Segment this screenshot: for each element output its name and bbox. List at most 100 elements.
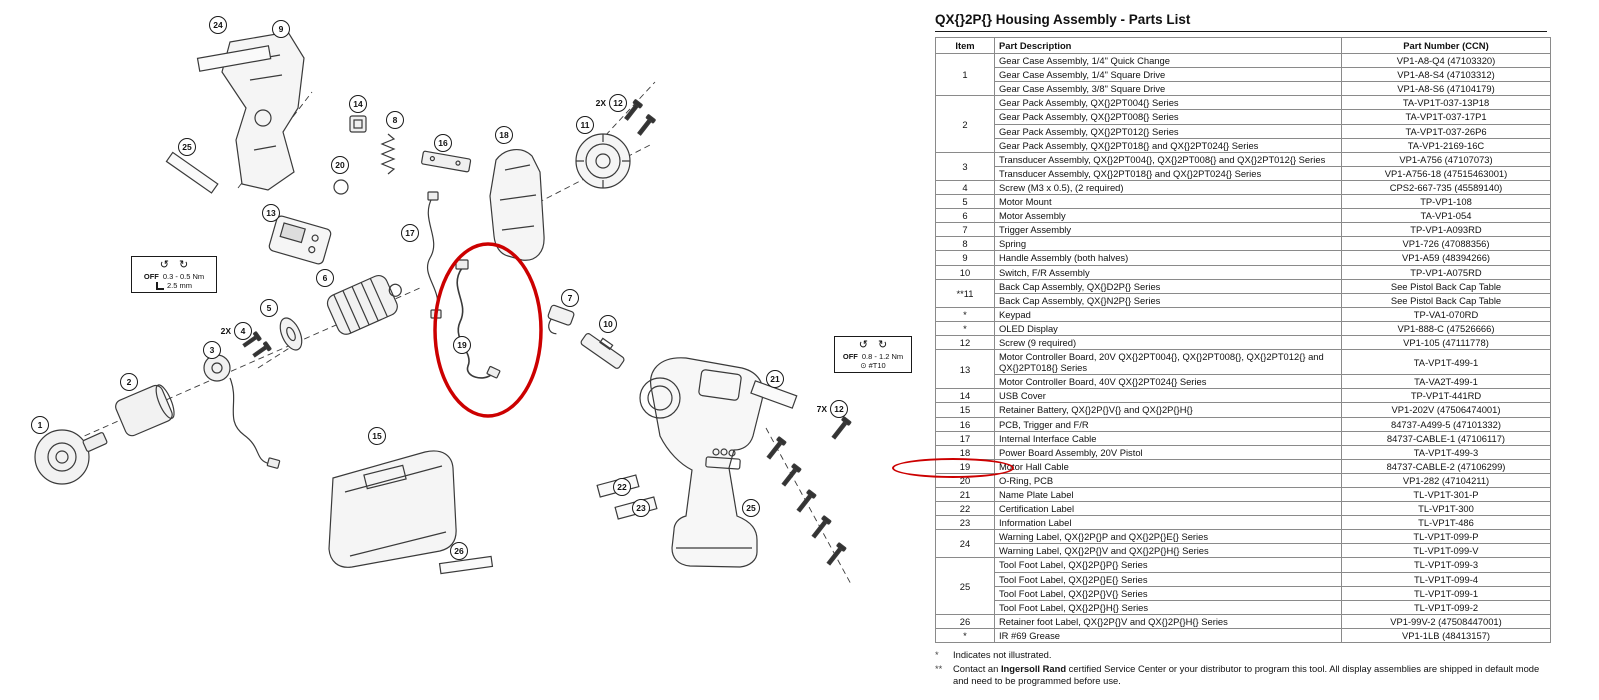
item-number-cell: 2 (935, 95, 995, 153)
footnote-marker: * (935, 649, 939, 661)
torque-range: 0.8 - 1.2 Nm (861, 352, 904, 362)
part-motor-mount (279, 317, 303, 351)
item-number-cell: 1 (935, 53, 995, 97)
page-title: QX{}2P{} Housing Assembly - Parts List (935, 12, 1547, 32)
part-number-cell: TL-VP1T-099-P (1341, 529, 1551, 545)
torx-icon: ⊙ (860, 361, 867, 371)
part-housing-half (489, 149, 545, 261)
item-number-cell: 22 (935, 501, 995, 517)
part-number-cell: See Pistol Back Cap Table (1341, 278, 1551, 294)
part-description-cell: Screw (9 required) (994, 334, 1342, 351)
tool-size: #T10 (868, 361, 886, 371)
item-number-cell: 16 (935, 416, 995, 432)
part-description-cell: Power Board Assembly, 20V Pistol (994, 444, 1342, 460)
part-number-cell: TA-VP1T-499-1 (1341, 349, 1551, 376)
part-number-cell: VP1-A8-Q4 (47103320) (1341, 53, 1551, 69)
part-number-cell: TL-VP1T-099-1 (1341, 585, 1551, 601)
part-description-cell: Back Cap Assembly, QX{}D2P{} Series (994, 278, 1342, 294)
item-number-cell: 12 (935, 334, 995, 351)
item-number-cell: 9 (935, 250, 995, 266)
part-number-cell: TA-VA2T-499-1 (1341, 374, 1551, 390)
part-number-cell: 84737-A499-5 (47101332) (1341, 416, 1551, 432)
part-number-cell: VP1-105 (47111778) (1341, 334, 1551, 351)
part-description-cell: PCB, Trigger and F/R (994, 416, 1342, 432)
part-description-cell: Motor Mount (994, 194, 1342, 210)
item-number-cell: 18 (935, 444, 995, 460)
part-screws-7x (766, 416, 852, 566)
off-label: OFF (842, 352, 858, 362)
part-number-cell: TA-VP1T-037-26P6 (1341, 123, 1551, 139)
part-tool-body (639, 357, 764, 568)
part-description-cell: Tool Foot Label, QX{}2P{}H{} Series (994, 599, 1342, 615)
parts-row: Warning Label, QX{}2P{}V and QX{}2P{}H{}… (936, 543, 1551, 559)
torque-range: 0.3 - 0.5 Nm (162, 272, 205, 282)
part-number-cell: VP1-A756 (47107073) (1341, 151, 1551, 167)
part-description-cell: Transducer Assembly, QX{}2PT018{} and QX… (994, 165, 1342, 181)
part-number-cell: TA-VP1T-499-3 (1341, 444, 1551, 460)
parts-list-panel: QX{}2P{} Housing Assembly - Parts List I… (892, 12, 1551, 688)
part-description-cell: Information Label (994, 515, 1342, 531)
item-number-cell: 23 (935, 515, 995, 531)
part-number-cell: TL-VP1T-099-V (1341, 543, 1551, 559)
part-number-cell: TL-VP1T-099-4 (1341, 571, 1551, 587)
footnote-text: Indicates not illustrated. (953, 649, 1052, 661)
parts-row: Gear Pack Assembly, QX{}2PT018{} and QX{… (936, 137, 1551, 153)
item-number-cell: 5 (935, 194, 995, 210)
part-number-cell: VP1-282 (47104211) (1341, 472, 1551, 489)
footnote-text: Contact an Ingersoll Rand certified Serv… (953, 663, 1540, 687)
hex-key-icon (155, 282, 164, 291)
part-o-ring (333, 179, 349, 195)
part-description-cell: Certification Label (994, 501, 1342, 517)
item-number-cell: * (935, 320, 995, 336)
part-number-cell: TP-VP1T-441RD (1341, 388, 1551, 404)
item-number-cell: 8 (935, 236, 995, 252)
part-number-cell: TP-VP1-A093RD (1341, 222, 1551, 238)
part-description-cell: Gear Pack Assembly, QX{}2PT004{} Series (994, 95, 1342, 111)
part-number-cell: TL-VP1T-300 (1341, 501, 1551, 517)
item-number-cell: 26 (935, 613, 995, 629)
part-number-cell: VP1-A59 (48394266) (1341, 250, 1551, 266)
part-number-cell: TL-VP1T-099-3 (1341, 557, 1551, 573)
footnote-service-center: ** Contact an Ingersoll Rand certified S… (935, 663, 1547, 687)
part-tool-foot-label (165, 151, 219, 194)
item-number-cell: 3 (935, 151, 995, 181)
part-number-cell: TP-VP1-A075RD (1341, 264, 1551, 280)
part-description-cell: Keypad (994, 306, 1342, 322)
part-trigger-pcb (421, 150, 472, 173)
part-number-cell: See Pistol Back Cap Table (1341, 292, 1551, 308)
part19-diagram-highlight (433, 242, 543, 418)
column-header-description: Part Description (994, 36, 1342, 55)
part-number-cell: TA-VP1-054 (1341, 208, 1551, 224)
part-number-cell: TL-VP1T-099-2 (1341, 599, 1551, 615)
part-description-cell: Motor Controller Board, 20V QX{}2PT004{}… (994, 349, 1342, 376)
part-description-cell: Internal Interface Cable (994, 430, 1342, 446)
part-number-cell: VP1-726 (47088356) (1341, 236, 1551, 252)
part-number-cell: TA-VP1T-037-13P18 (1341, 95, 1551, 111)
item-number-cell: **11 (935, 278, 995, 308)
part-description-cell: Handle Assembly (both halves) (994, 250, 1342, 266)
part-number-cell: 84737-CABLE-2 (47106299) (1341, 458, 1551, 474)
part-description-cell: IR #69 Grease (994, 627, 1342, 644)
rotation-arrows-icon: ↺↻ (159, 259, 199, 271)
item-number-cell: 21 (935, 486, 995, 503)
part-handle-housing (221, 31, 305, 191)
